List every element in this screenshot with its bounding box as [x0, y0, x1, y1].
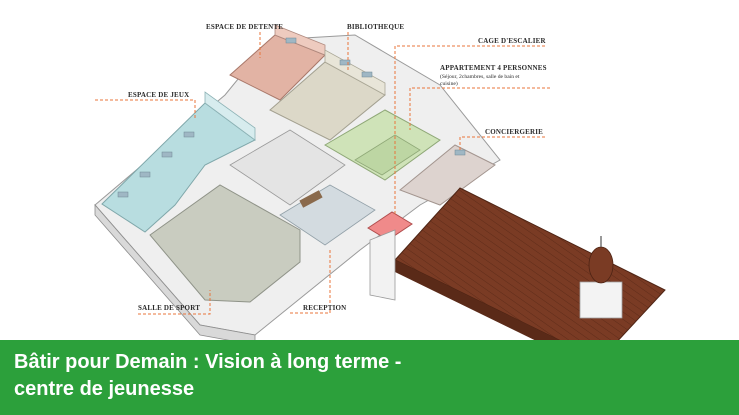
banner-title-line-2: centre de jeunesse [14, 378, 195, 400]
label-appartement-detail-2: cuisine) [440, 80, 458, 87]
leader-reception [290, 250, 331, 314]
leader-cage-escalier [394, 45, 545, 215]
windows [117, 37, 466, 198]
tower-dome [588, 246, 614, 284]
label-salle-sport: SALLE DE SPORT [138, 304, 200, 312]
room-espace-jeux-wall [204, 91, 256, 141]
leader-conciergerie [459, 136, 545, 150]
room-corridor [229, 129, 346, 206]
room-appartement-inner [354, 134, 421, 176]
leader-espace-jeux [95, 99, 196, 118]
label-bibliotheque: BIBLIOTHEQUE [347, 23, 404, 31]
label-conciergerie: CONCIERGERIE [485, 128, 543, 136]
room-conciergerie [399, 144, 496, 206]
room-salle-sport [149, 184, 301, 303]
banner-title-line-1: Bâtir pour Demain : Vision à long terme … [14, 351, 402, 373]
label-espace-jeux: ESPACE DE JEUX [128, 91, 189, 99]
room-espace-detente-wall [274, 24, 326, 56]
label-reception: RECEPTION [303, 304, 346, 312]
leader-appartement [409, 87, 550, 130]
reception-desk [299, 190, 323, 208]
label-appartement-detail-1: (Séjour, 2chambres, salle de bain et [440, 73, 520, 80]
label-espace-detente: ESPACE DE DETENTE [206, 23, 283, 31]
title-banner: Bâtir pour Demain : Vision à long terme … [0, 340, 739, 415]
leader-salle-sport [138, 290, 211, 315]
adjacent-wall [369, 229, 396, 301]
label-cage-escalier: CAGE D'ESCALIER [478, 37, 547, 45]
label-appartement: APPARTEMENT 4 PERSONNES [440, 64, 547, 72]
tower-base [579, 281, 623, 319]
